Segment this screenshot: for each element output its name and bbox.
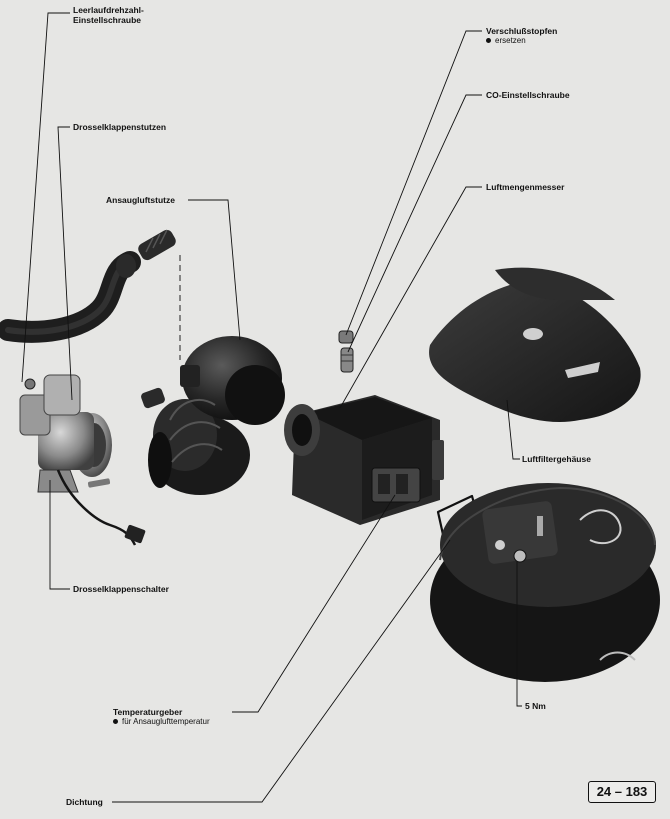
figure-number: 24 – 183 — [588, 781, 656, 803]
label-verschlussstopfen-title: Verschlußstopfen — [486, 26, 558, 36]
air-flow-meter — [284, 395, 444, 525]
label-torque: 5 Nm — [525, 701, 546, 711]
leader-luftfiltergehaeuse — [506, 399, 520, 460]
label-temperaturgeber-note: für Ansauglufttemperatur — [122, 717, 210, 726]
label-verschlussstopfen-note-row: ersetzen — [486, 36, 557, 46]
label-drosselklappenschalter: Drosselklappenschalter — [73, 584, 169, 594]
label-leerlauf-line1: Leerlaufdrehzahl- — [73, 5, 144, 15]
label-luftfiltergehaeuse: Luftfiltergehäuse — [522, 454, 591, 464]
label-verschlussstopfen: Verschlußstopfen ersetzen — [486, 26, 557, 46]
throttle-body — [19, 374, 112, 493]
label-leerlauf: Leerlaufdrehzahl- Einstellschraube — [73, 5, 144, 25]
co-adjusting-screw — [340, 347, 354, 373]
label-ansaugluftstutze: Ansaugluftstutze — [106, 195, 175, 205]
label-temperaturgeber-note-row: für Ansauglufttemperatur — [113, 717, 210, 727]
leader-drosselklappenschalter — [49, 480, 70, 590]
bullet-icon — [113, 719, 118, 725]
leader-dichtung — [112, 539, 451, 803]
label-temperaturgeber-title: Temperaturgeber — [113, 707, 183, 717]
label-drosselklappenstutzen: Drosselklappenstutzen — [73, 122, 167, 132]
label-verschlussstopfen-note: ersetzen — [495, 36, 526, 45]
label-leerlauf-line2: Einstellschraube — [73, 15, 142, 25]
leader-verschlussstopfen — [345, 30, 482, 336]
leader-co — [347, 94, 482, 353]
leader-temperaturgeber — [232, 494, 396, 713]
leader-luftmengenmesser — [339, 186, 482, 409]
label-co-schraube: CO-Einstellschraube — [486, 90, 570, 100]
label-temperaturgeber: Temperaturgeber für Ansauglufttemperatur — [113, 707, 210, 727]
label-luftmengenmesser: Luftmengenmesser — [486, 182, 565, 192]
sealing-plug — [338, 330, 354, 344]
air-filter-lid — [429, 267, 641, 422]
bullet-icon — [486, 38, 491, 44]
leader-lines — [21, 12, 522, 803]
corrugated-connector — [138, 229, 176, 261]
intake-air-scoop — [141, 336, 285, 495]
leader-drosselklappenstutzen — [57, 126, 73, 401]
intake-hose — [0, 251, 141, 343]
leader-torque — [516, 562, 522, 707]
throttle-switch-cable — [56, 469, 146, 546]
label-dichtung: Dichtung — [66, 797, 103, 807]
leader-leerlauf — [21, 12, 70, 383]
air-filter-housing — [430, 483, 660, 682]
leader-ansaugluftstutze — [188, 199, 241, 341]
